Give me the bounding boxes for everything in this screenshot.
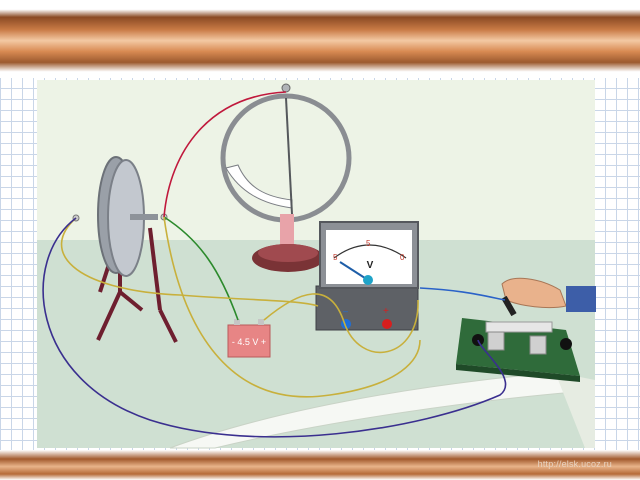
voltmeter-unit: V xyxy=(367,260,374,271)
voltmeter-base xyxy=(315,285,419,331)
wire-blue xyxy=(42,217,507,438)
electrometer xyxy=(220,83,352,272)
wire-blue-2 xyxy=(419,287,506,301)
wires xyxy=(42,91,507,438)
wire-green xyxy=(163,216,239,321)
table-edge-side xyxy=(555,372,595,448)
voltmeter-needle xyxy=(339,261,369,281)
wire-yellow-2 xyxy=(263,293,419,354)
watermark-url: http://elsk.ucoz.ru xyxy=(537,459,612,469)
electrometer-needle xyxy=(285,97,293,215)
voltmeter-scale-right: 0 xyxy=(400,253,405,262)
top-decorative-banner xyxy=(0,0,640,78)
voltmeter-scale-arc xyxy=(333,244,407,259)
switch-board xyxy=(456,318,580,382)
voltmeter-positive-terminal xyxy=(382,319,392,329)
electrometer-base-top xyxy=(258,244,318,262)
voltmeter-plus-sign: + xyxy=(383,306,389,317)
wire-yellow-1 xyxy=(60,217,319,307)
capacitor-plates xyxy=(72,156,178,343)
electrometer-top-knob xyxy=(281,83,291,93)
electrometer-stand xyxy=(280,214,294,250)
wire-red xyxy=(163,91,287,218)
hand xyxy=(501,277,596,317)
wire-yellow-3 xyxy=(163,216,421,398)
voltmeter-scale-left: 5 xyxy=(333,253,338,262)
battery-label: - 4.5 V + xyxy=(232,337,266,347)
voltmeter-dial xyxy=(326,230,412,284)
bottom-decorative-banner xyxy=(0,450,640,480)
battery: - 4.5 V + xyxy=(227,319,271,358)
battery-body xyxy=(227,324,271,358)
voltmeter-scale-mid: 5 xyxy=(366,239,371,248)
voltmeter-minus-sign: – xyxy=(343,306,348,316)
voltmeter: 5 5 0 V – + xyxy=(315,221,419,331)
